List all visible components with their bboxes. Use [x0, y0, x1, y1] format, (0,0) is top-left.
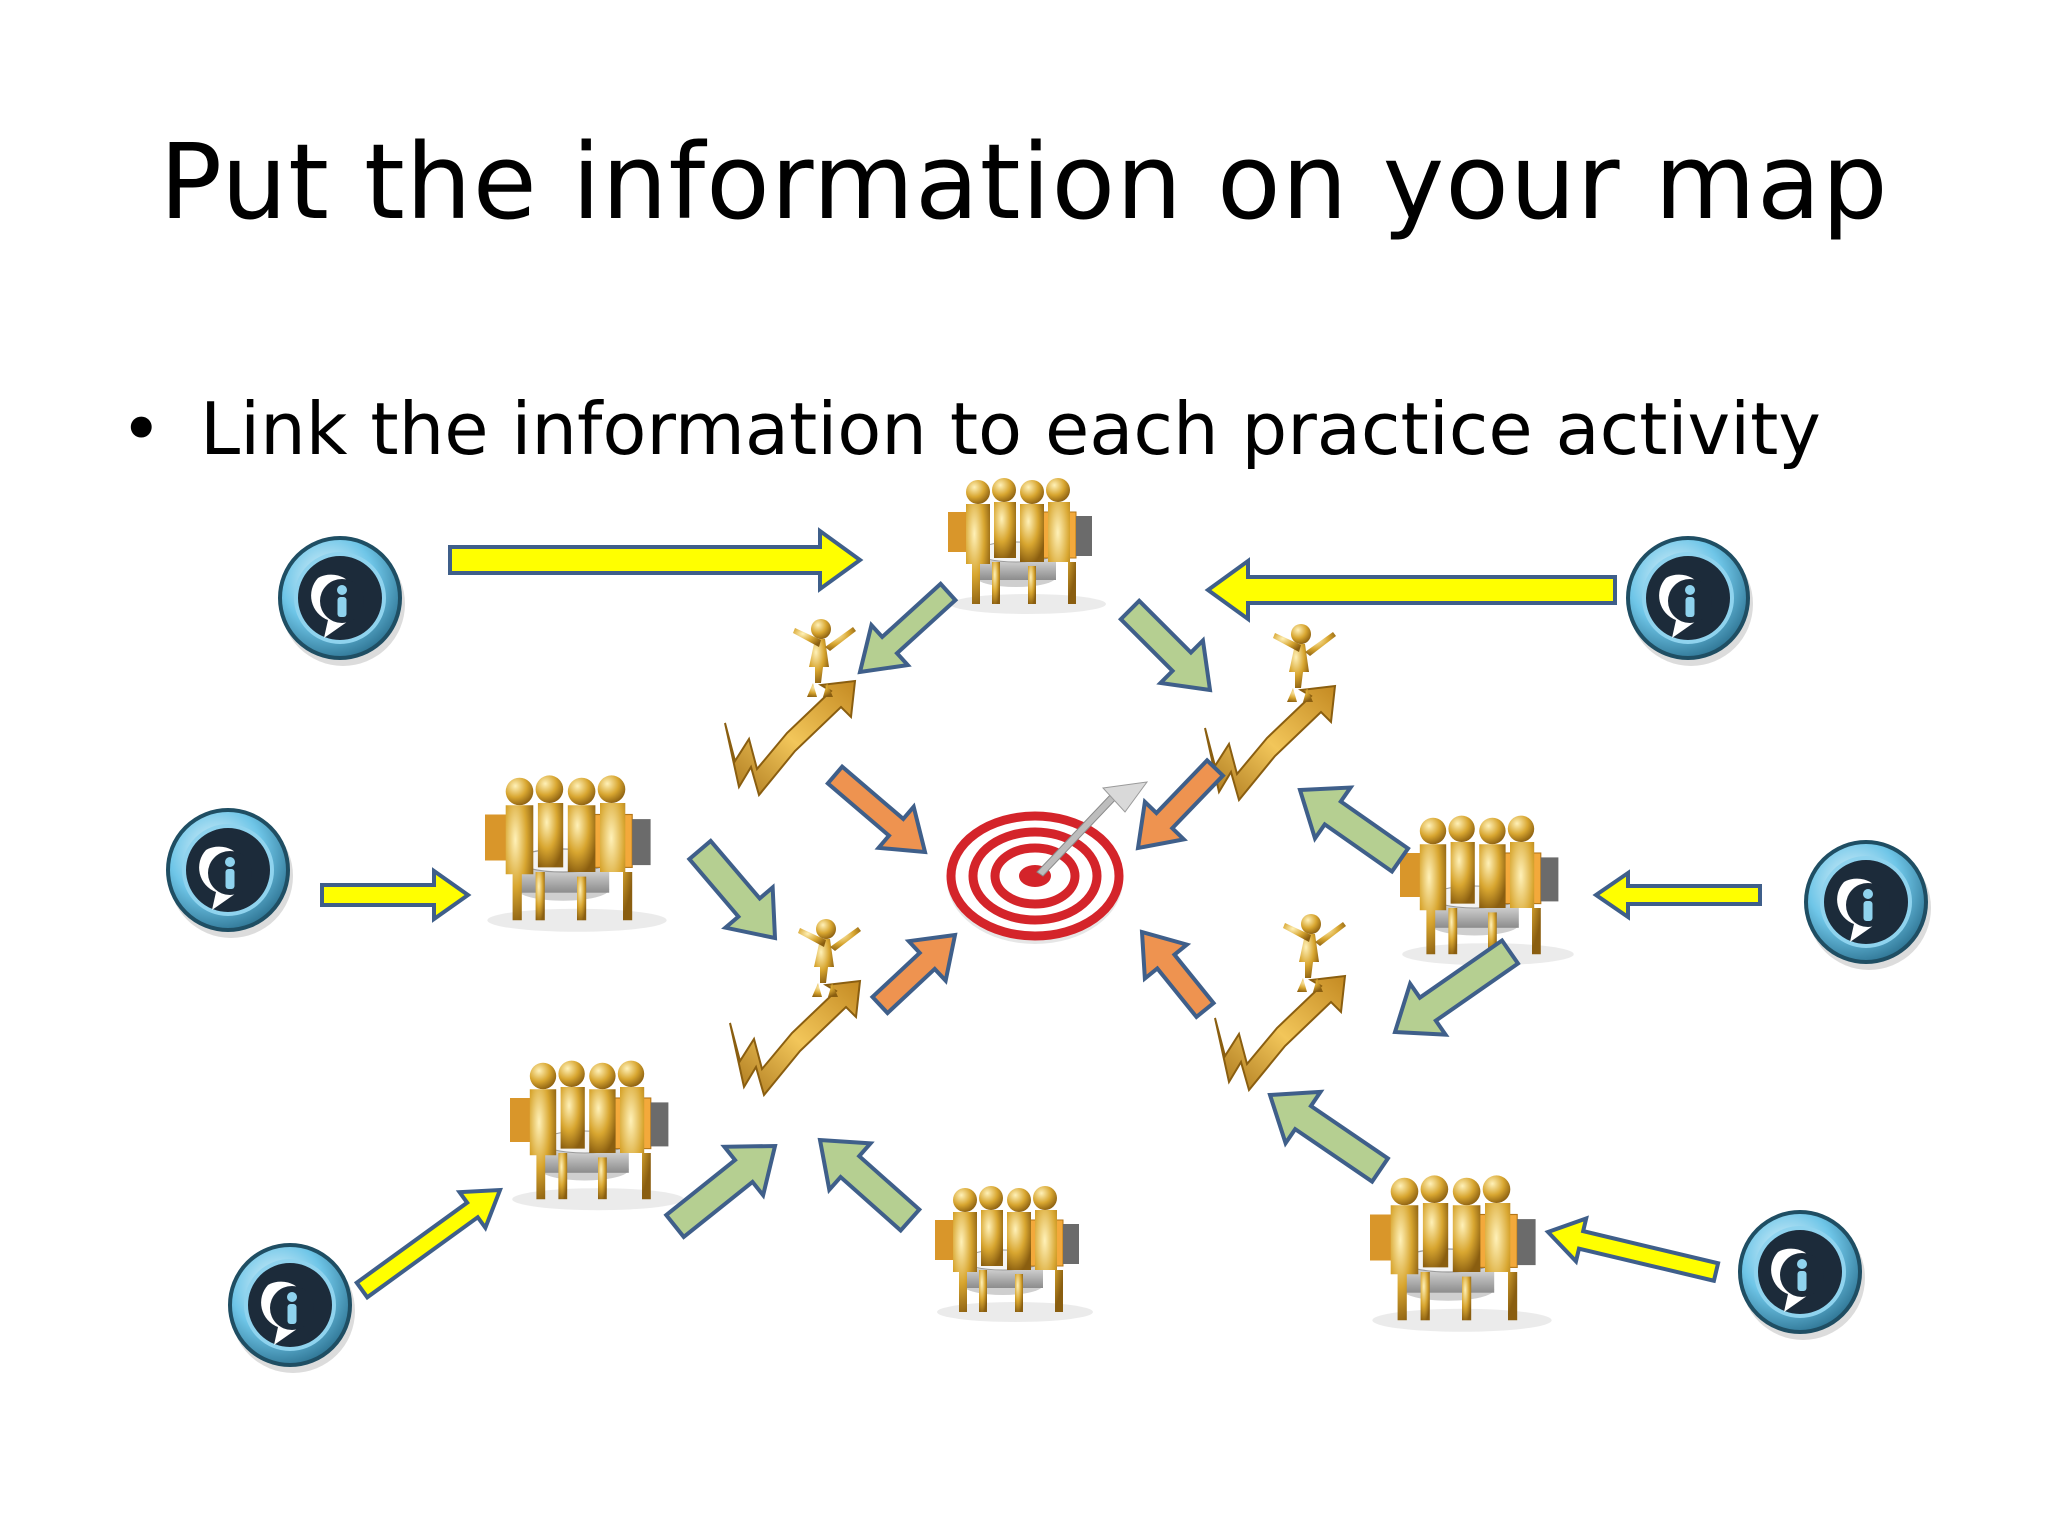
climb-connector-arrow: [869, 932, 958, 1016]
team-connector-arrow: [857, 581, 959, 675]
meeting-team-icon: [484, 774, 668, 933]
bullet-text: Link the information to each practice ac…: [200, 387, 1821, 471]
team-connector-arrow: [817, 1137, 923, 1234]
info-icon: [1738, 1210, 1867, 1342]
info-icon: [278, 536, 407, 668]
meeting-team-icon: [1369, 1174, 1553, 1333]
team-connector-arrow: [1267, 1089, 1391, 1185]
climber-arrow-icon: [1204, 623, 1337, 801]
meeting-team-icon: [1399, 815, 1575, 966]
bullet-item: •Link the information to each practice a…: [120, 393, 1821, 465]
slide-title: Put the information on your map: [159, 121, 1889, 243]
info-connector-arrow: [320, 867, 472, 923]
info-connector-arrow: [353, 1187, 503, 1301]
info-icon: [166, 808, 295, 940]
info-connector-arrow: [1592, 869, 1762, 921]
bullet-marker: •: [120, 387, 163, 471]
team-connector-arrow: [1117, 597, 1213, 693]
climb-connector-arrow: [825, 763, 928, 855]
info-connector-arrow: [1204, 557, 1617, 623]
climber-arrow-icon: [1214, 913, 1347, 1091]
info-connector-arrow: [1544, 1215, 1721, 1284]
team-connector-arrow: [1392, 937, 1521, 1037]
meeting-team-icon: [509, 1060, 685, 1211]
climber-arrow-icon: [729, 918, 862, 1096]
info-icon: [1804, 840, 1933, 972]
team-connector-arrow: [686, 838, 778, 941]
climb-connector-arrow: [1139, 929, 1217, 1020]
team-connector-arrow: [663, 1143, 778, 1240]
team-connector-arrow: [1297, 785, 1411, 875]
climber-arrow-icon: [724, 618, 857, 796]
meeting-team-icon: [947, 477, 1107, 615]
info-icon: [1626, 536, 1755, 668]
info-icon: [228, 1243, 357, 1375]
target-bullseye-icon: [946, 781, 1149, 944]
connector-arrows: [320, 527, 1762, 1301]
climb-connector-arrow: [1135, 757, 1226, 851]
info-connector-arrow: [448, 527, 864, 593]
meeting-team-icon: [934, 1185, 1094, 1323]
